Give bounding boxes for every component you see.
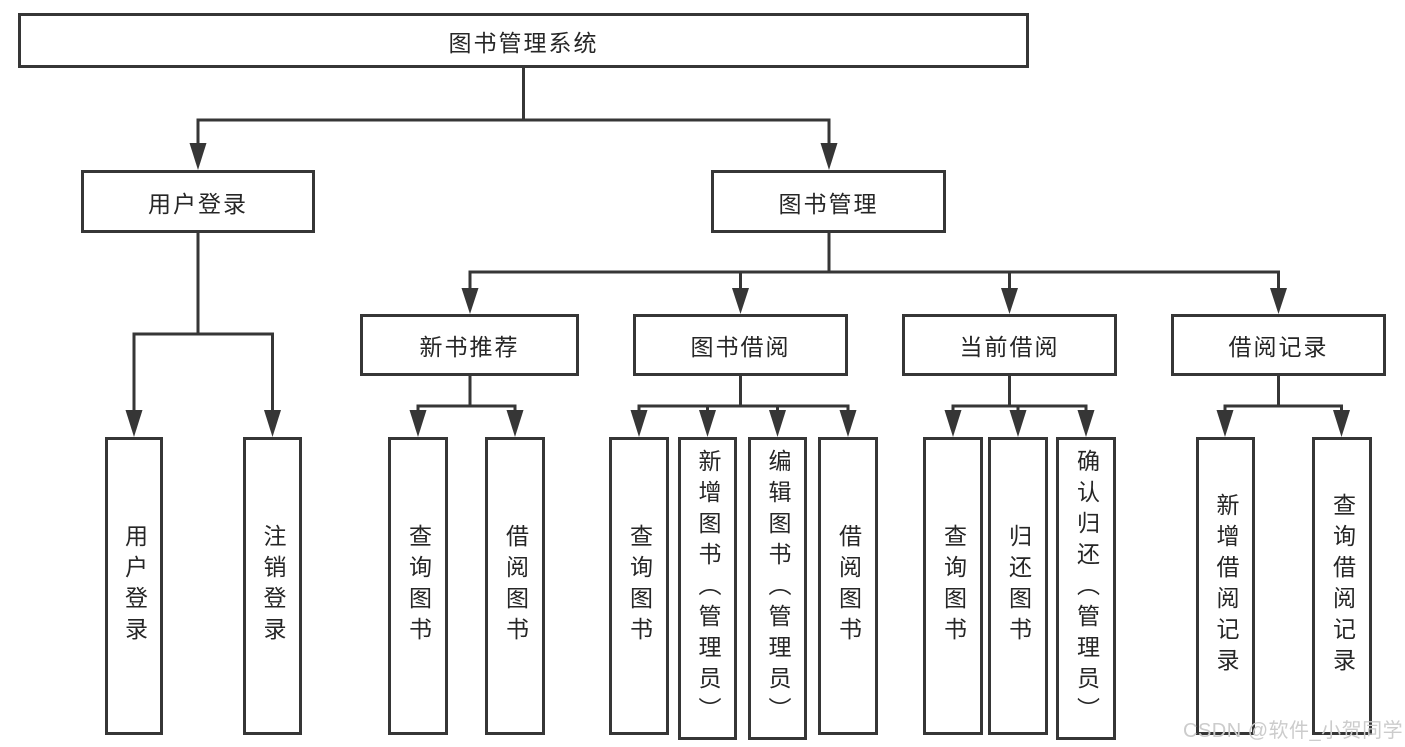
- node-borrow-records-label: 借阅记录: [1228, 334, 1329, 360]
- leaf-current-confirm-return-admin-label: 确认归还（管理员）: [1073, 449, 1100, 728]
- leaf-newbook-borrow-books-label: 借阅图书: [502, 524, 529, 648]
- node-root: 图书管理系统: [18, 13, 1029, 68]
- leaf-user-login-label: 用户登录: [121, 524, 148, 648]
- node-current-borrow: 当前借阅: [902, 314, 1117, 376]
- node-root-label: 图书管理系统: [448, 29, 599, 56]
- leaf-newbook-query-books: 查询图书: [388, 437, 448, 735]
- leaf-borrow-borrow-books: 借阅图书: [818, 437, 878, 735]
- leaf-records-add-record: 新增借阅记录: [1196, 437, 1255, 735]
- leaf-current-return-books-label: 归还图书: [1005, 524, 1032, 648]
- leaf-borrow-add-books-admin-label: 新增图书（管理员）: [695, 449, 721, 728]
- leaf-logout: 注销登录: [243, 437, 302, 735]
- leaf-newbook-query-books-label: 查询图书: [405, 524, 432, 648]
- leaf-newbook-borrow-books: 借阅图书: [485, 437, 545, 735]
- leaf-records-query-record-label: 查询借阅记录: [1329, 493, 1356, 679]
- leaf-current-return-books: 归还图书: [988, 437, 1048, 735]
- leaf-borrow-add-books-admin: 新增图书（管理员）: [678, 437, 737, 740]
- leaf-records-query-record: 查询借阅记录: [1312, 437, 1372, 735]
- node-user-login: 用户登录: [81, 170, 315, 233]
- leaf-borrow-edit-books-admin-label: 编辑图书（管理员）: [765, 449, 791, 728]
- leaf-borrow-edit-books-admin: 编辑图书（管理员）: [748, 437, 807, 740]
- node-book-borrow: 图书借阅: [633, 314, 848, 376]
- node-current-borrow-label: 当前借阅: [959, 334, 1060, 360]
- leaf-borrow-query-books: 查询图书: [609, 437, 669, 735]
- leaf-logout-label: 注销登录: [260, 524, 286, 648]
- node-new-book-recommend: 新书推荐: [360, 314, 579, 376]
- leaf-borrow-query-books-label: 查询图书: [626, 524, 653, 648]
- arrowhead-group: [125, 143, 1350, 437]
- node-book-borrow-label: 图书借阅: [690, 334, 791, 360]
- node-new-book-recommend-label: 新书推荐: [419, 334, 520, 360]
- node-book-management: 图书管理: [711, 170, 946, 233]
- leaf-current-confirm-return-admin: 确认归还（管理员）: [1056, 437, 1116, 740]
- node-book-management-label: 图书管理: [778, 190, 879, 217]
- leaf-current-query-books-label: 查询图书: [940, 524, 967, 648]
- leaf-current-query-books: 查询图书: [923, 437, 983, 735]
- csdn-watermark: CSDN @软件_小贺同学: [1183, 720, 1404, 742]
- node-borrow-records: 借阅记录: [1171, 314, 1386, 376]
- leaf-user-login: 用户登录: [105, 437, 163, 735]
- leaf-borrow-borrow-books-label: 借阅图书: [835, 524, 862, 648]
- node-user-login-label: 用户登录: [148, 190, 248, 217]
- leaf-records-add-record-label: 新增借阅记录: [1213, 493, 1239, 679]
